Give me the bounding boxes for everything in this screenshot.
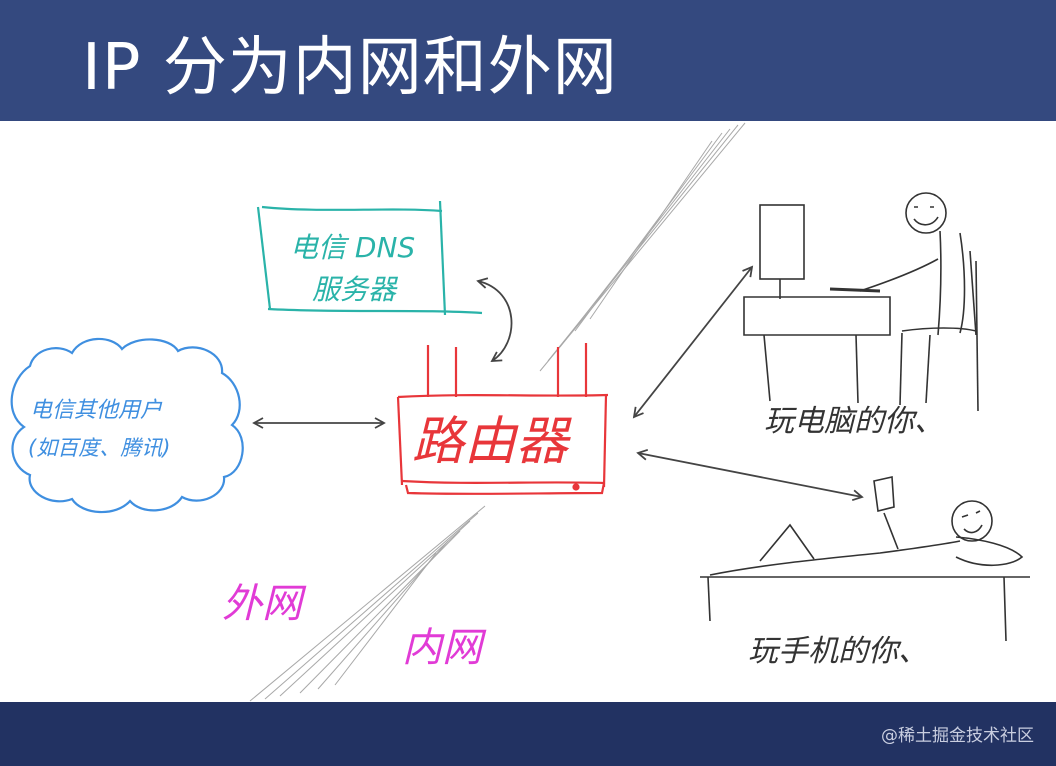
inner-network-label: 内网	[402, 625, 487, 671]
phone-user-label: 玩手机的你、	[748, 634, 928, 669]
pc-user-label: 玩电脑的你、	[764, 404, 944, 439]
dns-router-arrow	[476, 277, 513, 363]
dns-label-line1: 电信 DNS	[290, 231, 415, 264]
router-label: 路由器	[412, 412, 572, 472]
other-users-cloud	[10, 337, 244, 514]
network-divider-lines	[249, 122, 746, 702]
other-users-line1: 电信其他用户	[30, 398, 163, 423]
router-phone-arrow	[636, 448, 864, 502]
phone-user-sketch	[700, 476, 1030, 642]
outer-network-label: 外网	[222, 581, 307, 627]
pc-user-sketch	[743, 192, 979, 412]
router-pc-arrow	[632, 265, 754, 419]
router-box	[396, 343, 609, 495]
watermark: @稀土掘金技术社区	[881, 726, 1034, 746]
network-diagram: 电信 DNS 服务器 电信其他用户 (如百度、腾讯) 路由器	[10, 122, 1030, 702]
other-users-line2: (如百度、腾讯)	[28, 436, 170, 460]
bottom-bar	[0, 702, 1056, 766]
dns-server-box	[256, 200, 483, 316]
dns-label-line2: 服务器	[312, 273, 399, 306]
slide-title: IP 分为内网和外网	[82, 31, 618, 105]
title-bar	[0, 0, 1056, 121]
